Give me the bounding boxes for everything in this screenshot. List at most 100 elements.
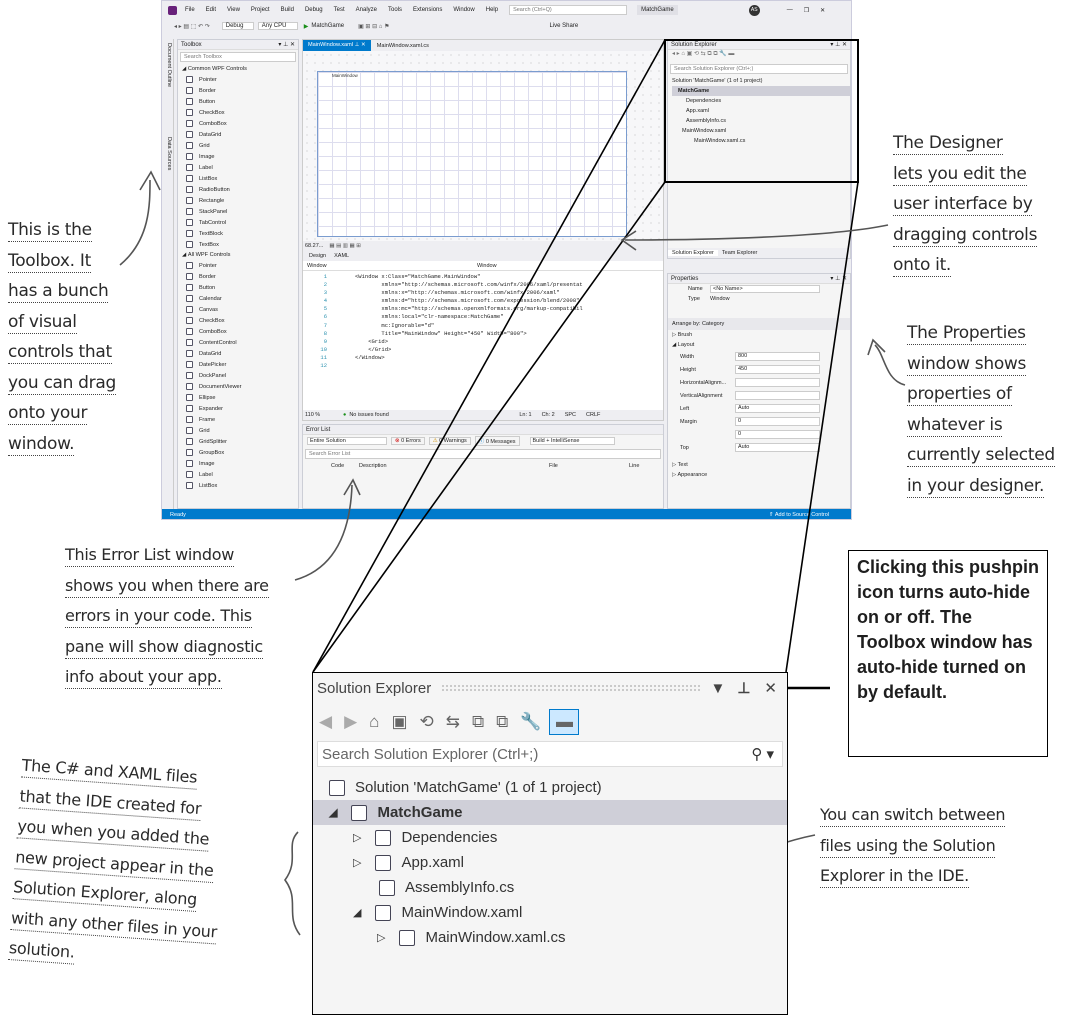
property-value[interactable]: 0 (735, 430, 820, 439)
property-value[interactable]: 800 (735, 352, 820, 361)
zoomed-tree-item[interactable]: ▷MainWindow.xaml.cs (329, 925, 787, 950)
zoomed-solution-node[interactable]: Solution 'MatchGame' (1 of 1 project) (329, 775, 787, 800)
platform-dropdown[interactable]: Any CPU (257, 22, 298, 30)
forward-icon[interactable]: ▶ (344, 712, 358, 731)
tab-mainwindow-xaml-cs[interactable]: MainWindow.xaml.cs (376, 42, 429, 49)
close-icon[interactable]: ✕ (820, 7, 826, 14)
tree-item[interactable]: Dependencies (672, 96, 850, 106)
toolbox-item-common[interactable]: Label (178, 162, 298, 173)
tree-item[interactable]: AssemblyInfo.cs (672, 116, 850, 126)
live-share-button[interactable]: Live Share (549, 23, 579, 29)
toolbox-item-common[interactable]: Border (178, 85, 298, 96)
code-line[interactable]: xmlns:x="http://schemas.microsoft.com/wi… (355, 289, 560, 297)
toolbox-item-common[interactable]: Pointer (178, 74, 298, 85)
zoomed-search-input[interactable]: Search Solution Explorer (Ctrl+;) ⚲ ▾ (317, 741, 783, 767)
tree-item[interactable]: MainWindow.xaml (672, 126, 850, 136)
zoomed-tree-item[interactable]: ▷App.xaml (329, 850, 787, 875)
editor-zoom[interactable]: 110 % (305, 412, 321, 418)
code-line[interactable]: </Window> (355, 353, 385, 361)
code-line[interactable]: xmlns:d="http://schemas.microsoft.com/ex… (355, 297, 580, 305)
project-node[interactable]: MatchGame (672, 86, 850, 96)
back-icon[interactable]: ◀ (319, 712, 333, 731)
avatar[interactable]: AS (748, 4, 760, 16)
expand-arrow-icon[interactable]: ▷ (353, 857, 362, 869)
menu-edit[interactable]: Edit (205, 7, 217, 13)
solution-search-input[interactable]: Search Solution Explorer (Ctrl+;) (670, 64, 848, 74)
history-icon[interactable]: ⟲ (419, 712, 434, 731)
expanded-arrow-icon[interactable]: ◢ (329, 807, 338, 819)
toolbox-group-common[interactable]: ◢ Common WPF Controls (182, 66, 247, 72)
warnings-filter[interactable]: ⚠ 0 Warnings (428, 437, 471, 445)
code-line[interactable]: <Window x:Class="MatchGame.MainWindow" (355, 273, 481, 280)
tab-mainwindow-xaml[interactable]: MainWindow.xaml ⊥ ✕ (303, 40, 371, 51)
menu-project[interactable]: Project (250, 7, 270, 13)
tab-xaml[interactable]: XAML (334, 253, 350, 259)
toolbox-item-common[interactable]: ComboBox (178, 118, 298, 129)
layout-category[interactable]: ◢ Layout (672, 342, 695, 348)
element-selector-right[interactable]: Window (477, 262, 497, 269)
toolbox-item-common[interactable]: DataGrid (178, 129, 298, 140)
properties-icon[interactable]: 🔧 (520, 712, 542, 731)
col-file[interactable]: File (549, 463, 558, 469)
collapse-all-icon[interactable]: ⧉ (472, 712, 485, 731)
code-line[interactable]: xmlns:mc="http://schemas.openxmlformats.… (355, 305, 583, 313)
toolbox-item-common[interactable]: StackPanel (178, 206, 298, 217)
toolbox-item-common[interactable]: RadioButton (178, 184, 298, 195)
tab-solution-explorer[interactable]: Solution Explorer (668, 250, 718, 256)
solution-node[interactable]: Solution 'MatchGame' (1 of 1 project) (672, 78, 763, 84)
zoomed-project-node[interactable]: ◢MatchGame (313, 800, 787, 825)
toolbox-item-all[interactable]: Button (178, 282, 298, 293)
xaml-editor[interactable]: <Window x:Class="MatchGame.MainWindow" x… (355, 273, 655, 373)
menu-test[interactable]: Test (333, 7, 345, 13)
tree-item[interactable]: App.xaml (672, 106, 850, 116)
config-dropdown[interactable]: Debug (221, 22, 254, 30)
arrange-dropdown[interactable]: Arrange by: Category (668, 318, 850, 330)
code-line[interactable]: <Grid> (355, 337, 389, 345)
code-line[interactable]: xmlns="http://schemas.microsoft.com/winf… (355, 281, 583, 289)
toolbox-item-all[interactable]: Frame (178, 414, 298, 425)
preview-selected-items-icon[interactable]: ▬ (549, 709, 580, 735)
quick-search-input[interactable]: Search (Ctrl+Q) (509, 5, 628, 15)
menu-view[interactable]: View (227, 7, 240, 13)
property-value[interactable]: Auto (735, 404, 820, 413)
scope-dropdown[interactable]: Entire Solution (307, 437, 387, 445)
col-code[interactable]: Code (331, 463, 345, 469)
toolbox-item-all[interactable]: DatePicker (178, 359, 298, 370)
show-all-files-icon[interactable]: ⧉ (496, 712, 509, 731)
add-to-source-control[interactable]: ⇑ Add to Source Control (769, 512, 829, 518)
toolbox-item-all[interactable]: Pointer (178, 260, 298, 271)
menu-debug[interactable]: Debug (304, 7, 323, 13)
toolbox-search-input[interactable]: Search Toolbox (180, 52, 296, 62)
vs-logo-icon[interactable] (168, 5, 177, 15)
toolbox-item-all[interactable]: Canvas (178, 304, 298, 315)
toolbox-item-all[interactable]: Label (178, 469, 298, 480)
tree-item[interactable]: MainWindow.xaml.cs (672, 136, 850, 146)
toolbox-item-common[interactable]: TextBox (178, 239, 298, 250)
property-value[interactable]: 450 (735, 365, 820, 374)
home-icon[interactable]: ⌂ (369, 712, 380, 731)
search-icon[interactable]: ⚲ ▾ (751, 746, 774, 763)
zoomed-tree-item[interactable]: ◢MainWindow.xaml (329, 900, 787, 925)
name-input[interactable]: <No Name> (710, 285, 820, 293)
toolbox-item-common[interactable]: CheckBox (178, 107, 298, 118)
toolbox-item-all[interactable]: ContentControl (178, 337, 298, 348)
toolbox-item-all[interactable]: Border (178, 271, 298, 282)
code-line[interactable]: xmlns:local="clr-namespace:MatchGame" (355, 313, 504, 321)
code-line[interactable]: </Grid> (355, 345, 392, 353)
pushpin-icon[interactable]: ⊥ (737, 680, 751, 697)
toolbox-item-all[interactable]: GridSplitter (178, 436, 298, 447)
toolbox-item-common[interactable]: Image (178, 151, 298, 162)
code-line[interactable]: mc:Ignorable="d" (355, 321, 435, 329)
panel-controls-icon[interactable]: ▾ ⊥ ✕ (830, 276, 847, 282)
toolbox-item-all[interactable]: ListBox (178, 480, 298, 491)
zoom-level[interactable]: 68.27... (305, 243, 324, 249)
toolbox-item-all[interactable]: Calendar (178, 293, 298, 304)
solution-explorer-toolbar[interactable]: ◂ ▸ ⌂ ▣ ⟲ ⇆ ⧉ ⧉ 🔧 ▬ (672, 51, 735, 57)
property-value[interactable] (735, 391, 820, 400)
expand-arrow-icon[interactable]: ▷ (353, 832, 362, 844)
toolbox-group-all[interactable]: ◢ All WPF Controls (182, 252, 231, 258)
menu-tools[interactable]: Tools (388, 7, 403, 13)
toolbox-item-common[interactable]: Grid (178, 140, 298, 151)
grid-toggle-icons[interactable]: ▦ ▤ ▥ ▦ ⊞ (329, 243, 361, 249)
toolbox-item-all[interactable]: DataGrid (178, 348, 298, 359)
